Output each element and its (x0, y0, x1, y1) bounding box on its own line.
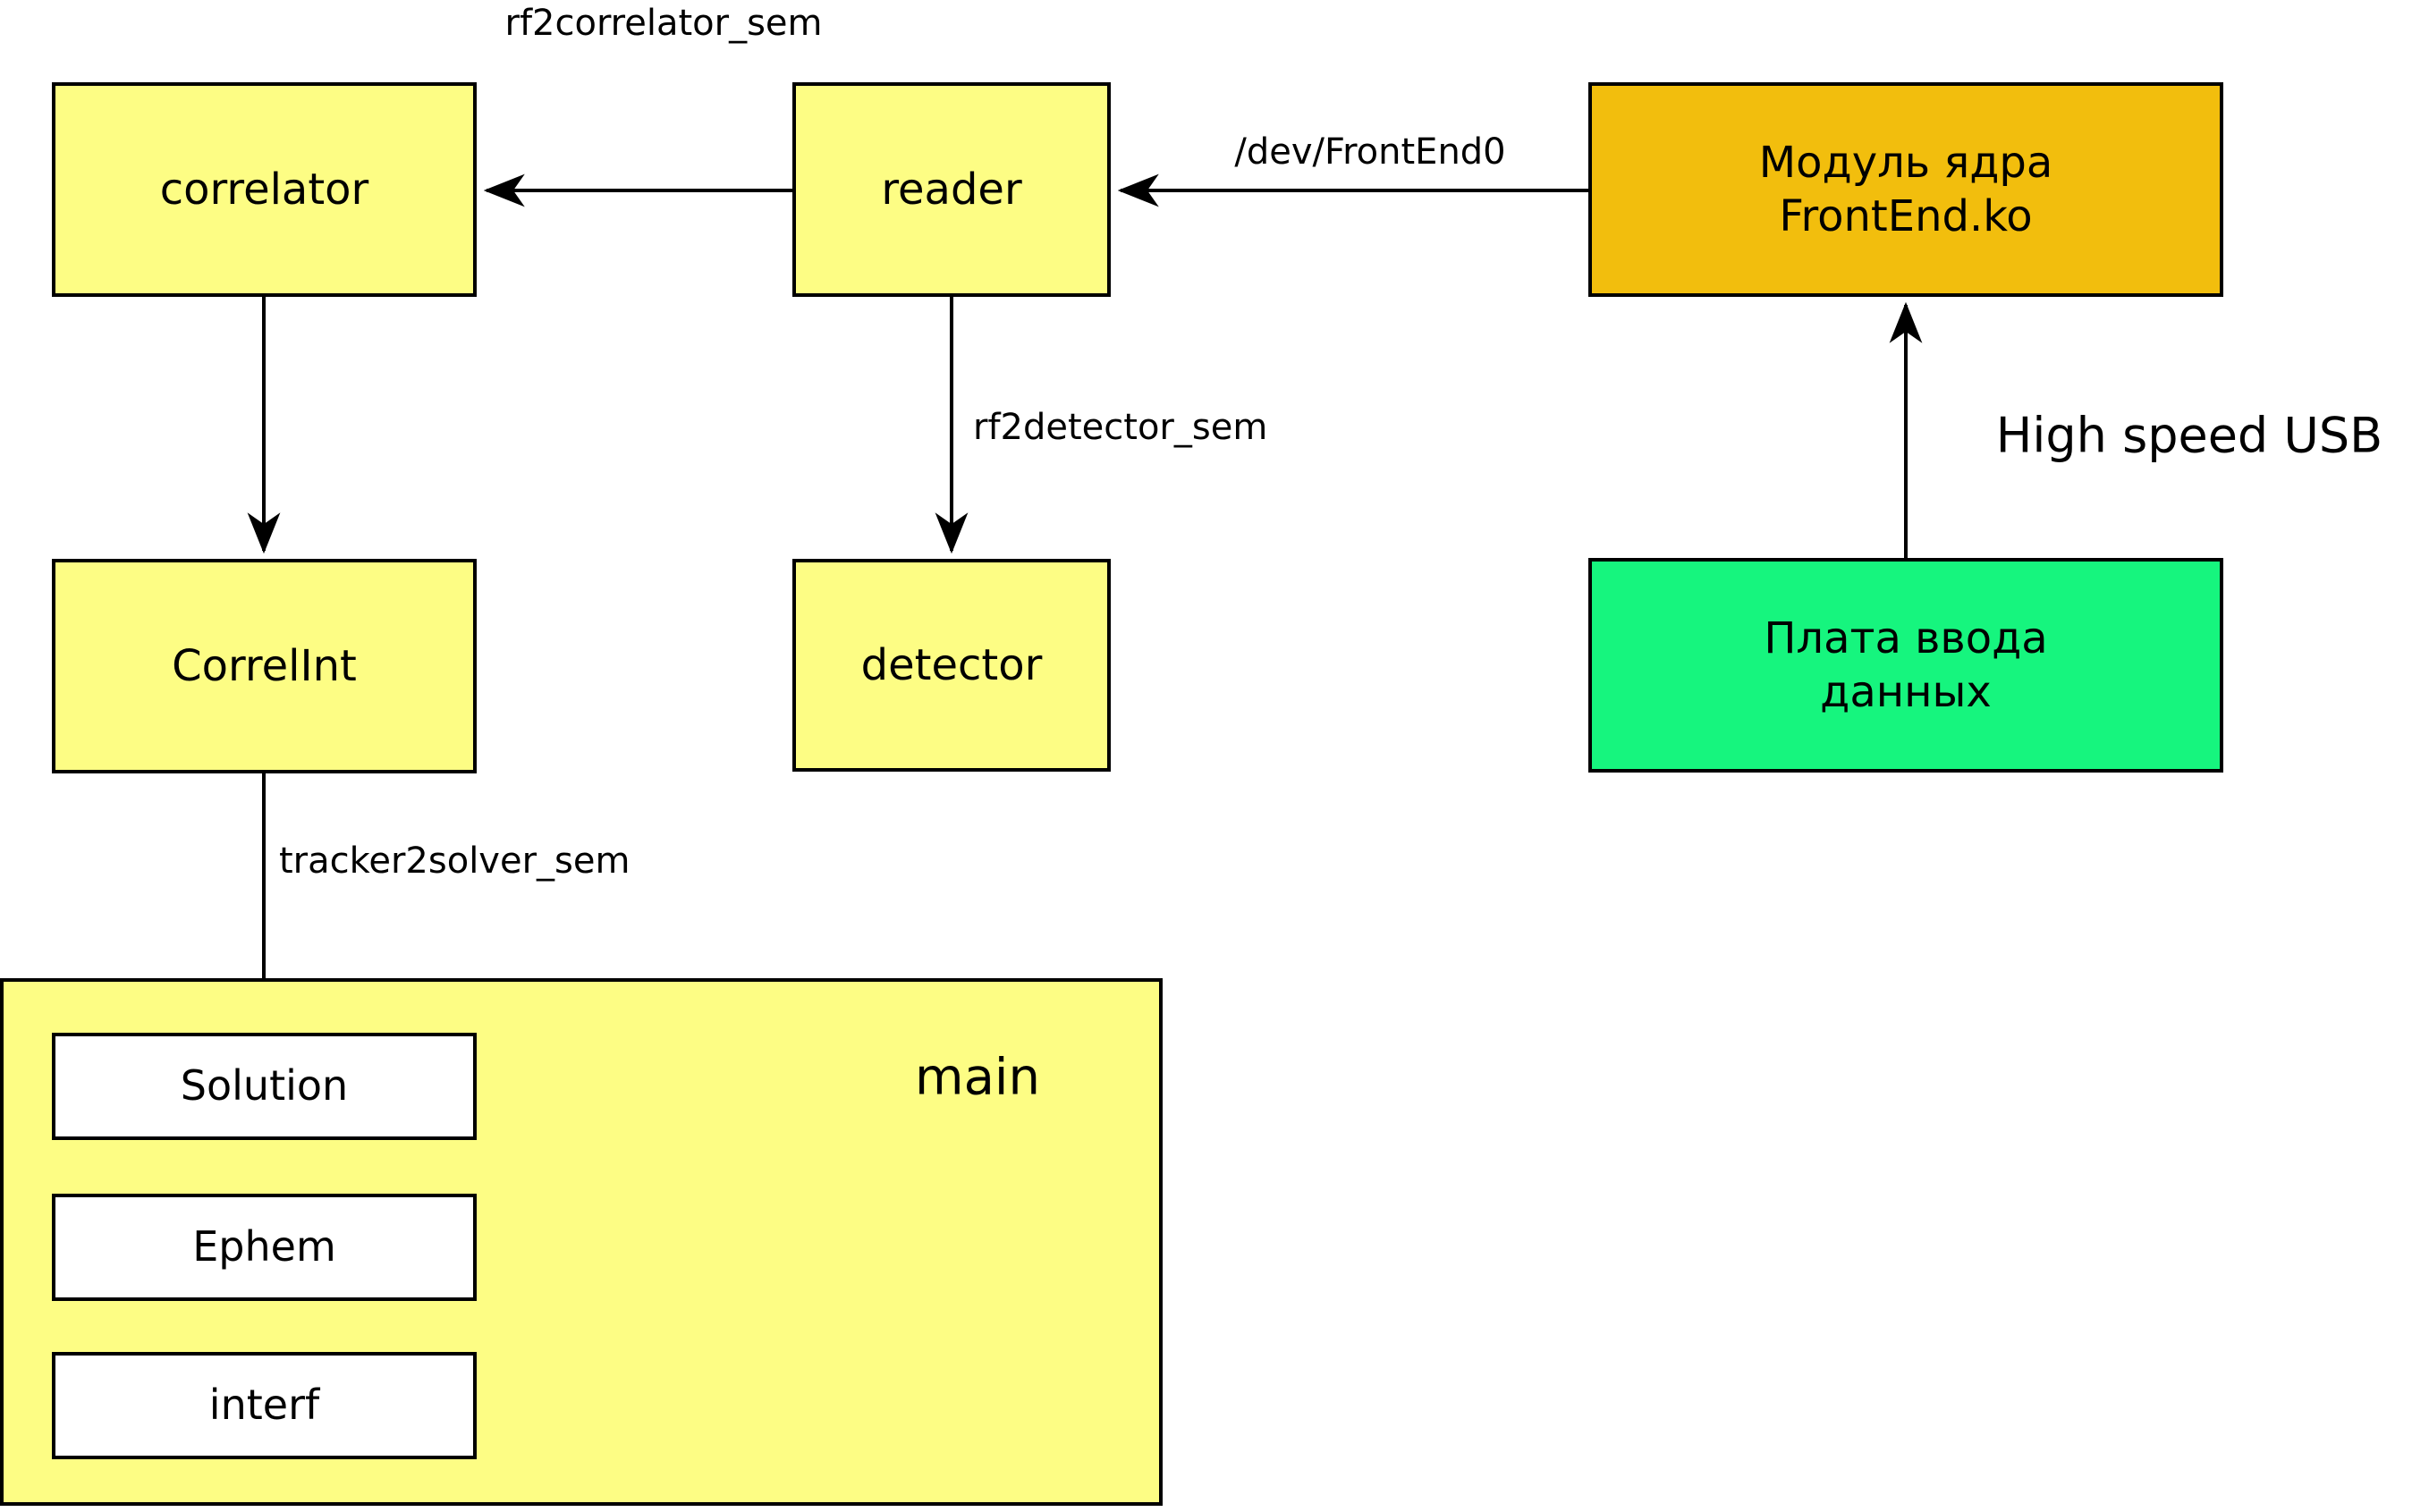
detector-box: detector (792, 559, 1111, 772)
edge-label-dev-frontend0: /dev/FrontEnd0 (1234, 131, 1506, 173)
input-board-label-line1: Плата ввода (1764, 613, 2048, 663)
edge-label-high-speed-usb: High speed USB (1995, 407, 2383, 464)
kernel-module-label-line1: Модуль ядра (1758, 138, 2053, 188)
ephem-box: Ephem (52, 1194, 477, 1301)
correlint-label: CorrelInt (172, 641, 357, 691)
edge-label-tracker2solver-sem: tracker2solver_sem (279, 840, 631, 882)
edge-label-rf2correlator-sem: rf2correlator_sem (504, 3, 823, 44)
main-box-label: main (915, 1048, 1040, 1107)
input-board-box: Плата ввода данных (1588, 558, 2223, 773)
edge-label-rf2detector-sem: rf2detector_sem (973, 407, 1268, 448)
solution-box: Solution (52, 1033, 477, 1140)
detector-label: detector (860, 640, 1043, 690)
reader-label: reader (881, 165, 1022, 215)
interf-label: interf (208, 1381, 320, 1430)
solution-label: Solution (180, 1061, 349, 1111)
correlator-box: correlator (52, 82, 477, 297)
correlint-box: CorrelInt (52, 559, 477, 773)
kernel-module-label-line2: FrontEnd.ko (1779, 191, 2033, 241)
kernel-module-box: Модуль ядра FrontEnd.ko (1588, 82, 2223, 297)
input-board-label-line2: данных (1820, 667, 1992, 717)
ephem-label: Ephem (192, 1222, 336, 1271)
reader-box: reader (792, 82, 1111, 297)
interf-box: interf (52, 1352, 477, 1459)
correlator-label: correlator (159, 165, 369, 215)
